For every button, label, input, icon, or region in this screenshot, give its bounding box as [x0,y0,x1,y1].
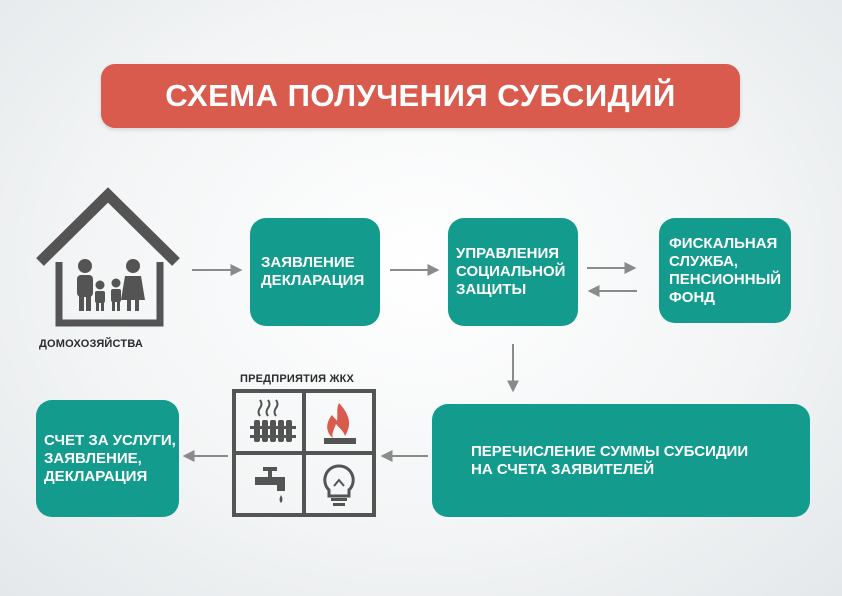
households-label: ДОМОХОЗЯЙСТВА [39,338,144,350]
subsidy-transfer-box: ПЕРЕЧИСЛЕНИЕ СУММЫ СУБСИДИИ НА СЧЕТА ЗАЯ… [432,404,810,517]
bill-box: СЧЕТ ЗА УСЛУГИ, ЗАЯВЛЕНИЕ, ДЕКЛАРАЦИЯ [36,400,179,517]
diagram-title: СХЕМА ПОЛУЧЕНИЯ СУБСИДИЙ [165,78,676,113]
bill-label: СЧЕТ ЗА УСЛУГИ, ЗАЯВЛЕНИЕ, ДЕКЛАРАЦИЯ [44,431,176,485]
light-bulb-icon [323,464,355,506]
subsidy-transfer-label: ПЕРЕЧИСЛЕНИЕ СУММЫ СУБСИДИИ НА СЧЕТА ЗАЯ… [471,442,749,478]
radiator-icon [250,399,296,442]
application-label: ЗАЯВЛЕНИЕ ДЕКЛАРАЦИЯ [261,254,365,289]
utilities-label: ПРЕДПРИЯТИЯ ЖКХ [240,373,355,385]
utilities-grid [232,389,376,517]
title-banner: СХЕМА ПОЛУЧЕНИЯ СУБСИДИЙ [101,64,740,128]
application-box: ЗАЯВЛЕНИЕ ДЕКЛАРАЦИЯ [250,218,380,326]
gas-flame-icon [324,403,356,444]
social-protection-label: УПРАВЛЕНИЯ СОЦИАЛЬНОЙ ЗАЩИТЫ [456,245,566,298]
house-family-icon [36,187,180,327]
social-protection-box: УПРАВЛЕНИЯ СОЦИАЛЬНОЙ ЗАЩИТЫ [448,218,578,326]
fiscal-service-box: ФИСКАЛЬНАЯ СЛУЖБА, ПЕНСИОННЫЙ ФОНД [659,218,791,323]
water-tap-icon [255,467,285,503]
fiscal-service-label: ФИСКАЛЬНАЯ СЛУЖБА, ПЕНСИОННЫЙ ФОНД [669,234,782,306]
